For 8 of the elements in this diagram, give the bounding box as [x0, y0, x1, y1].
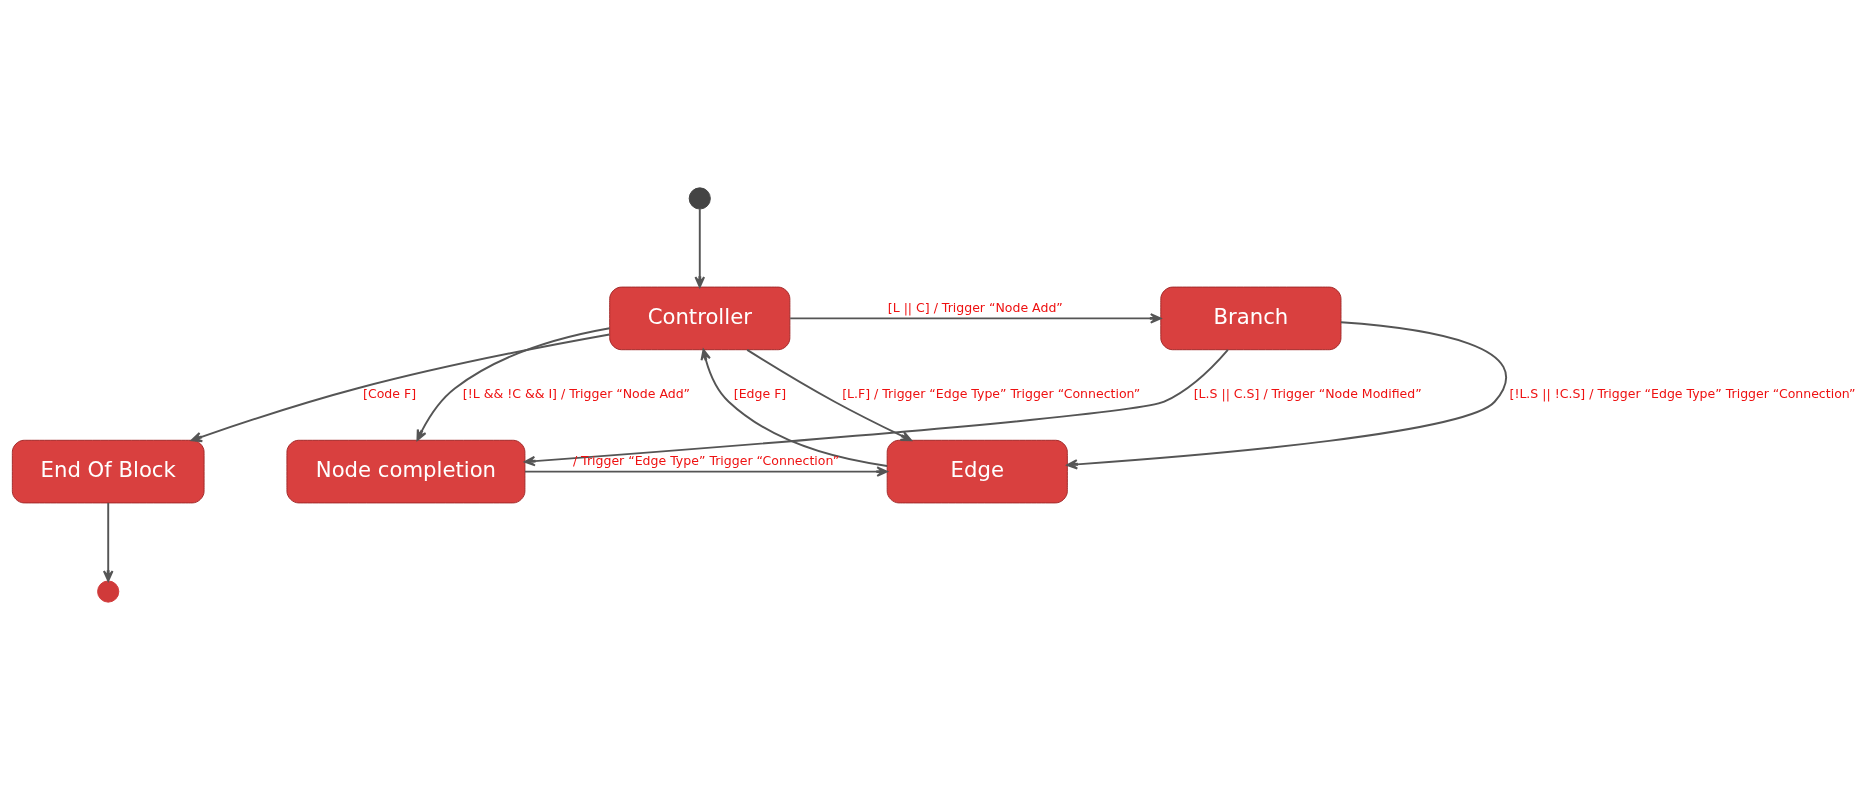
edge-label: [L || C] / Trigger “Node Add”	[887, 300, 1063, 316]
edge-label: [Code F]	[363, 386, 417, 402]
edge-label: [Edge F]	[733, 386, 787, 402]
edge-label: / Trigger “Edge Type” Trigger “Connection”	[572, 453, 840, 469]
edge-label: [!L.S || !C.S] / Trigger “Edge Type” Trigger “Connection”	[1509, 386, 1856, 402]
edge-label: [!L && !C && I] / Trigger “Node Add”	[462, 386, 691, 402]
edge-label: [L.S || C.S] / Trigger “Node Modified”	[1193, 386, 1422, 402]
edge-label: [L.F] / Trigger “Edge Type” Trigger “Connection”	[842, 386, 1141, 402]
